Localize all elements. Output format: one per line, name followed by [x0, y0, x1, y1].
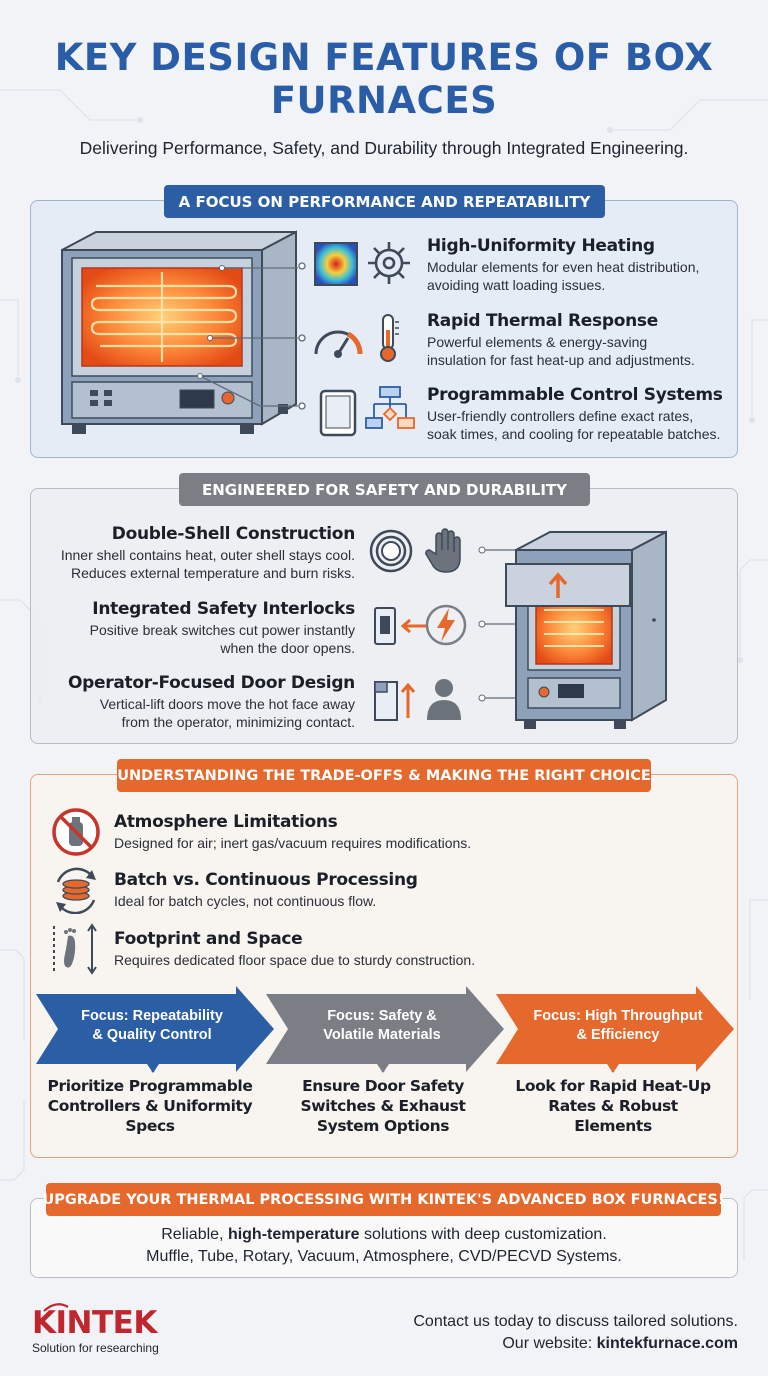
feature-desc-line-2: soak times, and cooling for repeatable b…	[427, 426, 721, 442]
leader-endpoints	[298, 262, 306, 410]
page-subtitle: Delivering Performance, Safety, and Dura…	[79, 138, 689, 158]
double-ring-icon	[369, 529, 413, 573]
focus-arrow-throughput	[496, 986, 734, 1072]
furnace-illustration-heating	[61, 230, 298, 434]
outcome-line-3: Specs	[125, 1117, 175, 1135]
tradeoff-title: Atmosphere Limitations	[114, 812, 338, 832]
focus-arrow-safety	[266, 986, 504, 1072]
cta-emphasis: high-temperature	[227, 1226, 360, 1243]
feature-title: Integrated Safety Interlocks	[92, 599, 355, 619]
person-icon	[427, 679, 461, 720]
gear-icon	[368, 242, 410, 284]
focus-line-1: Focus: High Throughput	[533, 1008, 703, 1024]
feature-desc-line-2: from the operator, minimizing contact.	[121, 714, 355, 730]
feature-desc-line-1: Powerful elements & energy-saving	[427, 334, 648, 350]
feature-double-shell: Double-Shell Construction Inner shell co…	[61, 524, 355, 582]
feature-door-design: Operator-Focused Door Design Vertical-li…	[68, 673, 355, 731]
heatmap-icon	[314, 242, 358, 286]
website-link[interactable]: kintekfurnace.com	[596, 1335, 738, 1352]
feature-title: Rapid Thermal Response	[427, 311, 658, 331]
tradeoffs-section	[30, 774, 738, 1158]
footprint-icon	[53, 923, 97, 975]
kintek-logo: KINTEK Solution for researching	[32, 1305, 159, 1355]
website-line: Our website: kintekfurnace.com	[413, 1333, 738, 1355]
tradeoff-desc: Requires dedicated floor space due to st…	[114, 952, 476, 968]
feature-programmable-control: Programmable Control Systems User-friend…	[427, 385, 723, 443]
website-label: Our website:	[502, 1335, 597, 1352]
outcome-line-2: Rates & Robust	[548, 1097, 678, 1115]
safety-banner: ENGINEERED FOR SAFETY AND DURABILITY	[179, 473, 590, 506]
cta-text: Reliable,	[161, 1226, 228, 1243]
outcome-line-1: Look for Rapid Heat-Up	[515, 1077, 711, 1095]
feature-desc-line-1: User-friendly controllers define exact r…	[427, 408, 694, 424]
contact-block: Contact us today to discuss tailored sol…	[413, 1311, 738, 1355]
contact-line: Contact us today to discuss tailored sol…	[413, 1313, 738, 1330]
focus-safety-label: Focus: Safety & Volatile Materials	[292, 990, 472, 1062]
focus-arrow-quality	[36, 986, 274, 1072]
tablet-icon	[319, 389, 357, 437]
brand-tagline: Solution for researching	[32, 1341, 159, 1355]
focus-line-2: & Efficiency	[576, 1027, 660, 1043]
switch-icon	[374, 607, 428, 645]
cta-line-1: Reliable, high-temperature solutions wit…	[30, 1226, 738, 1244]
feature-desc-line-2: Reduces external temperature and burn ri…	[70, 565, 355, 581]
lightning-icon	[425, 604, 467, 646]
feature-desc-line-1: Vertical-lift doors move the hot face aw…	[99, 696, 355, 712]
tradeoff-title: Batch vs. Continuous Processing	[114, 870, 418, 890]
focus-arrows	[36, 986, 734, 1072]
furnace-illustration-door	[478, 530, 667, 729]
tradeoff-desc: Designed for air; inert gas/vacuum requi…	[114, 835, 472, 851]
tradeoff-batch: Batch vs. Continuous Processing Ideal fo…	[114, 870, 418, 909]
feature-desc-line-2: avoiding watt loading issues.	[427, 277, 606, 293]
feature-rapid-thermal-response: Rapid Thermal Response Powerful elements…	[427, 311, 695, 369]
feature-title: High-Uniformity Heating	[427, 236, 655, 256]
focus-throughput-label: Focus: High Throughput & Efficiency	[518, 990, 718, 1062]
focus-line-1: Focus: Safety &	[327, 1008, 437, 1024]
feature-desc-line-2: when the door opens.	[220, 640, 355, 656]
tradeoff-atmosphere: Atmosphere Limitations Designed for air;…	[114, 812, 471, 851]
feature-safety-interlocks: Integrated Safety Interlocks Positive br…	[89, 599, 356, 657]
tradeoffs-banner: UNDERSTANDING THE TRADE-OFFS & MAKING TH…	[117, 759, 651, 792]
feature-desc-line-1: Positive break switches cut power instan…	[89, 622, 355, 638]
outcome-safety: Ensure Door Safety Switches & Exhaust Sy…	[278, 1076, 488, 1136]
flowchart-icon	[365, 386, 415, 429]
logo-accent-icon	[43, 1303, 69, 1312]
thermometer-icon	[380, 314, 399, 362]
focus-line-2: Volatile Materials	[323, 1027, 441, 1043]
page-title: KEY DESIGN FEATURES OF BOX FURNACES	[54, 36, 714, 122]
hand-icon	[425, 528, 461, 573]
focus-arrow-heads	[147, 1064, 619, 1073]
focus-line-2: & Quality Control	[92, 1027, 212, 1043]
tradeoff-title: Footprint and Space	[114, 929, 303, 949]
outcome-line-3: System Options	[316, 1117, 450, 1135]
outcome-line-2: Switches & Exhaust	[300, 1097, 466, 1115]
feature-desc-line-1: Modular elements for even heat distribut…	[427, 259, 700, 275]
feature-high-uniformity-heating: High-Uniformity Heating Modular elements…	[427, 236, 699, 294]
outcome-line-1: Prioritize Programmable	[47, 1077, 253, 1095]
cta-text: solutions with deep customization.	[359, 1226, 607, 1243]
outcome-line-2: Controllers & Uniformity	[47, 1097, 253, 1115]
outcome-quality: Prioritize Programmable Controllers & Un…	[45, 1076, 255, 1136]
focus-quality-label: Focus: Repeatability & Quality Control	[62, 990, 242, 1062]
door-icon	[374, 681, 416, 721]
batch-cycle-icon	[56, 867, 96, 914]
tradeoff-desc: Ideal for batch cycles, not continuous f…	[114, 893, 377, 909]
no-gas-icon	[52, 808, 100, 856]
feature-title: Operator-Focused Door Design	[67, 673, 355, 693]
outcome-line-1: Ensure Door Safety	[302, 1077, 464, 1095]
feature-title: Double-Shell Construction	[111, 524, 356, 544]
cta-line-2: Muffle, Tube, Rotary, Vacuum, Atmosphere…	[146, 1248, 622, 1265]
tradeoff-footprint: Footprint and Space Requires dedicated f…	[114, 929, 475, 968]
outcome-throughput: Look for Rapid Heat-Up Rates & Robust El…	[508, 1076, 718, 1136]
outcome-line-3: Elements	[574, 1117, 652, 1135]
performance-banner: A FOCUS ON PERFORMANCE AND REPEATABILITY	[164, 185, 605, 218]
feature-desc-line-2: insulation for fast heat-up and adjustme…	[427, 352, 695, 368]
focus-line-1: Focus: Repeatability	[81, 1008, 223, 1024]
gauge-icon	[314, 330, 363, 358]
feature-desc-line-1: Inner shell contains heat, outer shell s…	[60, 547, 355, 563]
feature-title: Programmable Control Systems	[427, 385, 723, 405]
brand-name: KINTEK	[32, 1305, 157, 1341]
cta-banner: UPGRADE YOUR THERMAL PROCESSING WITH KIN…	[43, 1183, 724, 1216]
